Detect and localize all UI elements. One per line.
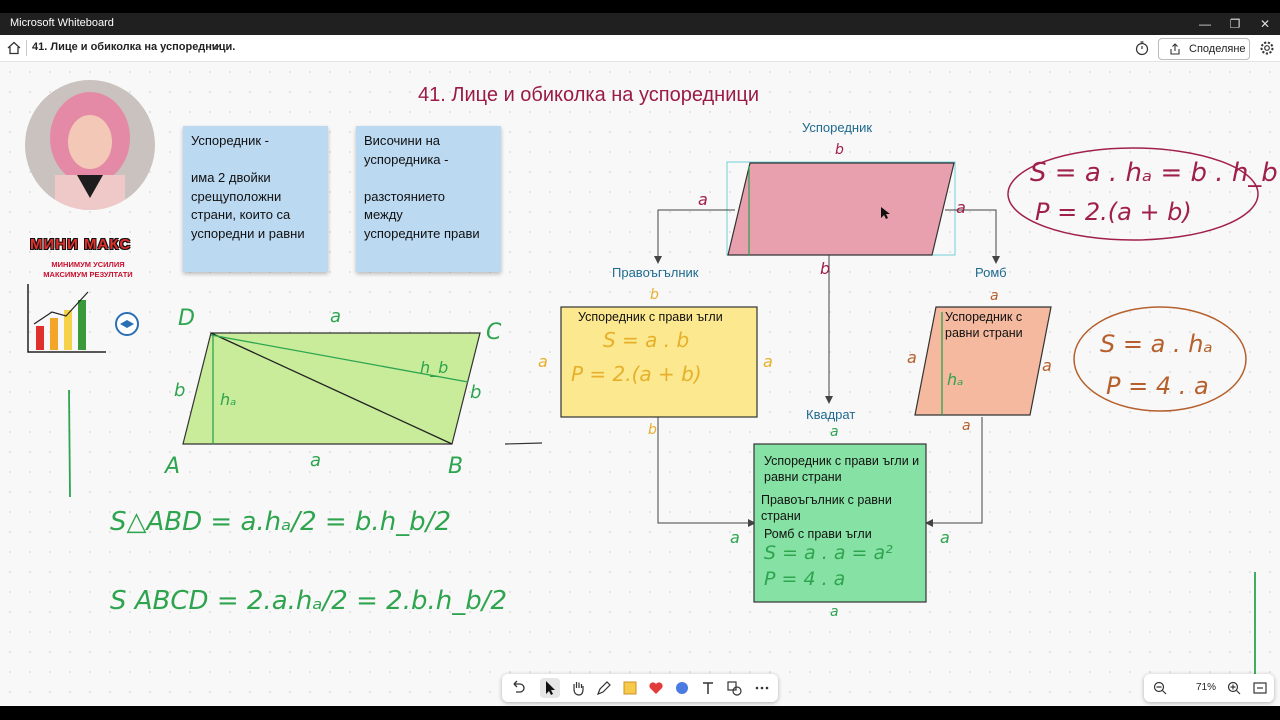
square-text-3: Ромб с прави ъгли: [764, 527, 872, 541]
undo-icon[interactable]: [508, 678, 528, 698]
board-name[interactable]: 41. Лице и обиколка на успоредници.: [32, 41, 236, 53]
rhomb-side-a-left: a: [907, 348, 917, 367]
whiteboard-canvas[interactable]: 41. Лице и обиколка на успоредници МИНИ …: [0, 62, 1280, 706]
label-square: Квадрат: [806, 407, 856, 422]
note-heights-definition[interactable]: Височини на успоредника - разстоянието м…: [356, 126, 501, 272]
side-b-right: b: [470, 382, 482, 403]
formula-ellipse-2: [1073, 306, 1247, 412]
close-icon[interactable]: ✕: [1259, 17, 1271, 31]
vertex-c: C: [486, 320, 502, 345]
mouse-cursor-icon: [881, 207, 890, 219]
app-toolbar: 41. Лице и обиколка на успоредници. Спод…: [0, 35, 1280, 62]
formula-triangle-area: S△ABD = a.hₐ/2 = b.h_b/2: [110, 507, 451, 537]
gear-icon[interactable]: [1259, 40, 1275, 56]
zoom-out-icon[interactable]: [1150, 678, 1170, 698]
formula-square-area: S = a . a = a²: [764, 542, 893, 564]
bar-chart-icon: [27, 284, 139, 353]
divider: [26, 40, 27, 56]
zoom-level[interactable]: 71%: [1196, 682, 1217, 693]
side-a-top: a: [330, 306, 342, 327]
rhomb-side-a-right: a: [1042, 356, 1052, 375]
comment-icon[interactable]: [672, 678, 692, 698]
rect-side-a-left: a: [538, 352, 548, 371]
drawing-toolbar: [502, 674, 778, 702]
formula-parallelogram-perimeter: P = 2.(a + b): [1035, 198, 1192, 226]
shape-square: [753, 443, 927, 603]
vertex-d: D: [178, 306, 195, 331]
share-icon: [1170, 43, 1180, 55]
pen-icon[interactable]: [594, 678, 614, 698]
select-tool-icon[interactable]: [540, 678, 560, 698]
square-text-2: Правоъгълник с равни страни: [761, 493, 892, 523]
note-parallelogram-definition[interactable]: Успоредник - има 2 двойки срещуположни с…: [183, 126, 328, 272]
square-side-a-top: a: [830, 424, 839, 440]
rhombus-height-ha: hₐ: [947, 370, 964, 389]
zoom-control: 71%: [1144, 674, 1274, 702]
restore-icon[interactable]: ❐: [1229, 17, 1241, 31]
chevron-down-icon[interactable]: [210, 41, 222, 53]
rhomb-side-a-top: a: [990, 288, 999, 304]
share-button[interactable]: Споделяне: [1158, 38, 1250, 60]
rect-side-b-bottom: b: [648, 422, 657, 438]
window-title-bar: Microsoft Whiteboard — ❐ ✕: [0, 13, 1280, 35]
formula-square-perimeter: P = 4 . a: [764, 568, 846, 590]
rect-side-b-top: b: [650, 287, 659, 303]
square-text-1: Успоредник с прави ъгли и равни страни: [764, 454, 920, 484]
par-side-b-top: b: [835, 142, 844, 158]
timer-icon[interactable]: [1134, 40, 1150, 56]
rhomb-side-a-bottom: a: [962, 418, 971, 434]
zoom-in-icon[interactable]: [1224, 678, 1244, 698]
formula-rhombus-area: S = a . hₐ: [1100, 330, 1213, 358]
bottom-edge: [0, 706, 1280, 720]
formula-parallelogram-area: S = a . hₐ = b . h_b: [1030, 158, 1278, 188]
formula-rectangle-area: S = a . b: [603, 328, 690, 352]
label-parallelogram: Успоредник: [802, 120, 873, 135]
formula-ellipse-1: [1007, 147, 1259, 241]
home-icon[interactable]: [6, 40, 22, 56]
par-side-a-left: a: [698, 190, 708, 209]
text-tool-icon[interactable]: [698, 678, 718, 698]
square-side-a-right: a: [940, 528, 950, 547]
vertex-b: B: [448, 454, 464, 479]
shapes-icon[interactable]: [724, 678, 744, 698]
more-icon[interactable]: [752, 678, 772, 698]
logo-slogan: МИНИМУМ УСИЛИЯ МАКСИМУМ РЕЗУЛТАТИ: [43, 260, 133, 279]
shape-rectangle: [560, 306, 758, 418]
side-a-bottom: a: [310, 450, 322, 471]
formula-abcd-area: S ABCD = 2.a.hₐ/2 = 2.b.h_b/2: [110, 586, 508, 616]
label-rectangle: Правоъгълник: [612, 265, 699, 280]
share-label: Споделяне: [1189, 43, 1246, 55]
vertex-a: A: [165, 454, 181, 479]
sticky-note-icon[interactable]: [620, 678, 640, 698]
rectangle-text: Успоредник с прави ъгли: [578, 310, 723, 324]
formula-rectangle-perimeter: P = 2.(a + b): [571, 362, 702, 386]
square-side-a-bottom: a: [830, 604, 839, 620]
pan-hand-icon[interactable]: [568, 678, 588, 698]
minimize-icon[interactable]: —: [1199, 17, 1211, 31]
square-side-a-left: a: [730, 528, 740, 547]
formula-rhombus-perimeter: P = 4 . a: [1106, 372, 1209, 400]
page-title: 41. Лице и обиколка на успоредници: [418, 84, 760, 106]
diagram-drawing: [68, 147, 1259, 674]
app-title: Microsoft Whiteboard: [10, 17, 114, 29]
reaction-heart-icon[interactable]: [646, 678, 666, 698]
shape-rhombus: [914, 306, 1052, 416]
side-b-left: b: [174, 380, 186, 401]
label-rhombus: Ромб: [975, 265, 1007, 280]
par-side-a-right: a: [956, 198, 966, 217]
shape-parallelogram: [727, 162, 955, 256]
height-hb: h_b: [420, 358, 449, 377]
fit-to-screen-icon[interactable]: [1250, 678, 1270, 698]
logo-name: МИНИ МАКС: [30, 236, 132, 253]
rhombus-text: Успоредник с равни страни: [945, 310, 1023, 340]
height-ha: hₐ: [220, 390, 237, 409]
rect-side-a-right: a: [763, 352, 773, 371]
par-side-b-bottom: b: [820, 259, 831, 278]
avatar: [25, 80, 155, 210]
